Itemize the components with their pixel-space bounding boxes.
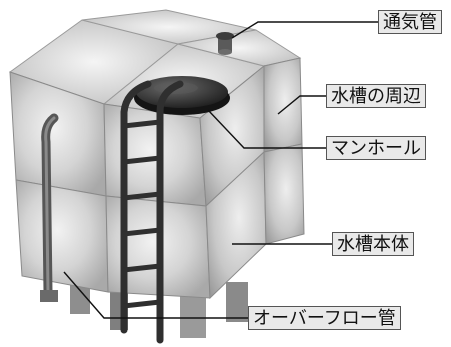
leader-lines [63,21,378,319]
vent-pipe-part [216,32,234,55]
leader-overflow-pipe [63,271,248,319]
label-manhole: マンホール [326,136,426,160]
label-tank-perimeter: 水槽の周辺 [326,84,426,108]
leader-vent-pipe [231,21,378,39]
support-legs [70,278,248,338]
label-overflow-pipe: オーバーフロー管 [248,306,401,330]
leader-tank-perimeter [277,95,326,115]
overflow-pipe-part [40,113,59,302]
ladder [120,80,184,344]
label-vent-pipe: 通気管 [378,10,442,34]
label-tank-body: 水槽本体 [332,232,414,256]
leader-manhole [207,109,326,149]
